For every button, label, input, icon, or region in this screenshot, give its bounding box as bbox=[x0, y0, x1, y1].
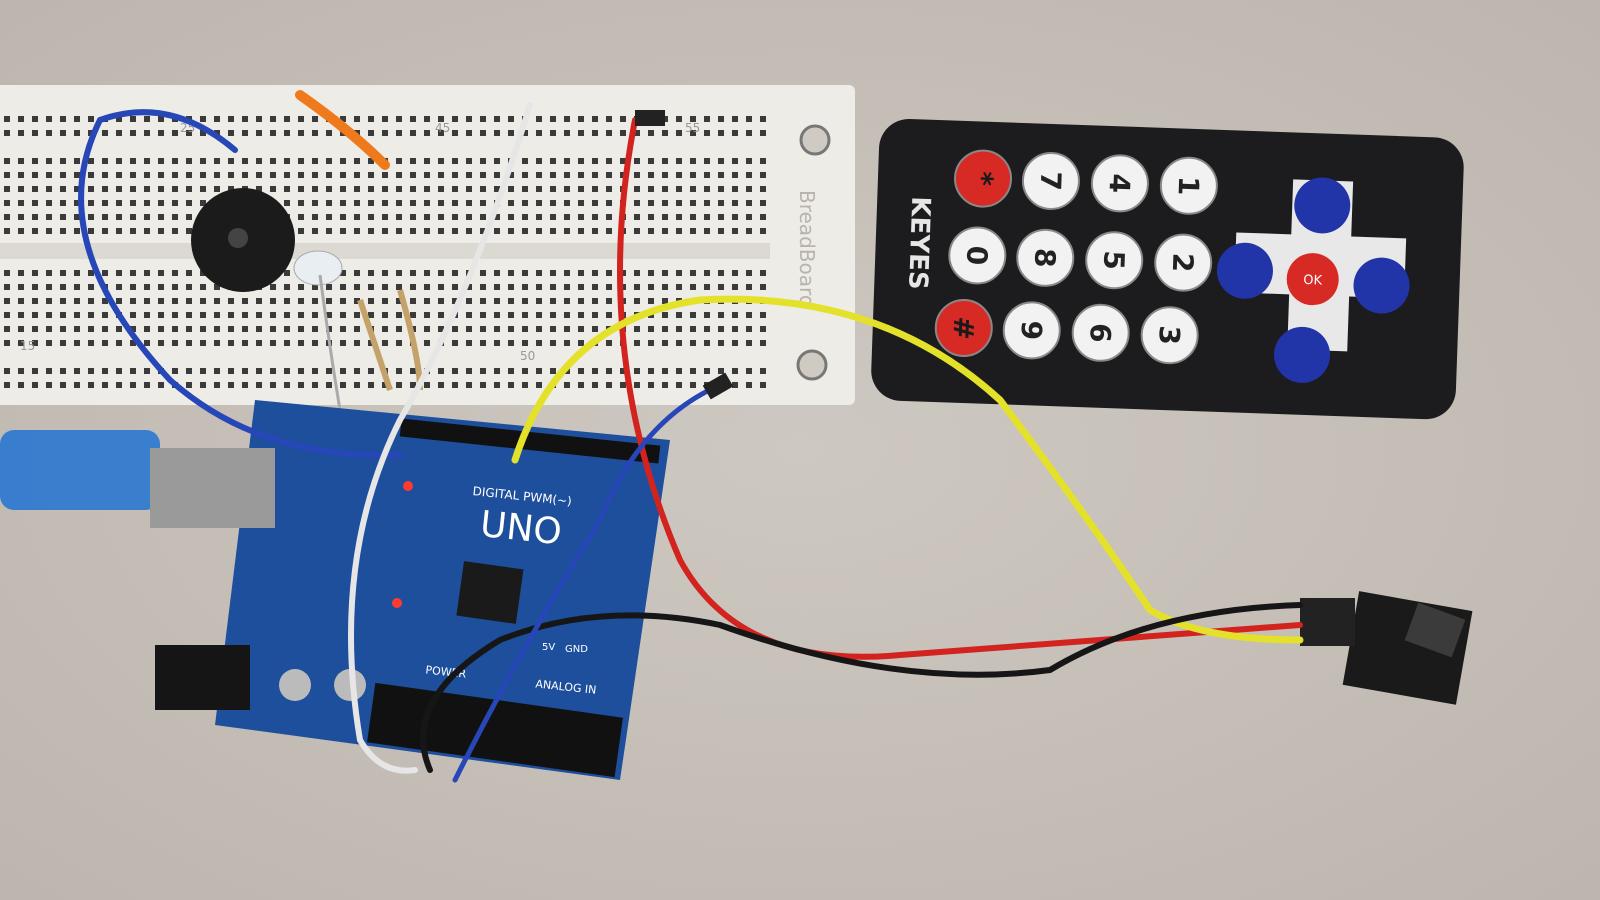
key-8-button[interactable] bbox=[1016, 228, 1075, 287]
up-button[interactable] bbox=[1293, 176, 1351, 234]
key-2-button[interactable] bbox=[1154, 233, 1213, 292]
ir-remote: KEYES * 7 4 1 0 8 5 2 #9 6 3 OK bbox=[871, 118, 1464, 420]
connector bbox=[1300, 598, 1355, 646]
down-button[interactable] bbox=[1273, 326, 1331, 384]
right-button[interactable] bbox=[1353, 257, 1411, 315]
ir-receiver-module bbox=[1300, 591, 1473, 705]
key-5-button[interactable] bbox=[1085, 231, 1144, 290]
usb-cable bbox=[0, 430, 160, 510]
key-label: 9 bbox=[1014, 320, 1048, 341]
power-jack bbox=[155, 645, 250, 710]
resistor bbox=[357, 299, 393, 391]
key-0-button[interactable] bbox=[948, 226, 1007, 285]
key-4-button[interactable] bbox=[1090, 154, 1149, 213]
led bbox=[293, 250, 343, 286]
ok-button[interactable] bbox=[1286, 252, 1340, 306]
key-1-button[interactable] bbox=[1159, 156, 1218, 215]
key-label: # bbox=[946, 316, 980, 341]
key-label: 8 bbox=[1028, 247, 1062, 268]
column-number: 45 bbox=[435, 121, 450, 135]
remote-brand: KEYES bbox=[902, 196, 935, 290]
key-6-button[interactable] bbox=[1071, 303, 1130, 362]
pin-label: GND bbox=[565, 644, 588, 655]
ir-sensor bbox=[1404, 602, 1466, 658]
breadboard: BreadBoard 25 45 55 15 50 bbox=[0, 85, 855, 405]
key-label: 0 bbox=[960, 245, 994, 266]
left-button[interactable] bbox=[1216, 242, 1274, 300]
key-label: 3 bbox=[1152, 325, 1186, 346]
key-label: 5 bbox=[1097, 250, 1131, 271]
orange-capacitor bbox=[295, 90, 390, 170]
ok-label: OK bbox=[1303, 273, 1323, 289]
analog-label: ANALOG IN bbox=[535, 677, 597, 696]
key-label: 7 bbox=[1034, 171, 1068, 192]
key-label: 6 bbox=[1083, 322, 1117, 343]
key-label: * bbox=[966, 171, 1000, 187]
usb-port bbox=[150, 448, 275, 528]
column-number: 55 bbox=[685, 121, 700, 135]
power-label: POWER bbox=[425, 663, 467, 680]
key-label: 1 bbox=[1172, 175, 1206, 196]
dpad: OK bbox=[1216, 176, 1411, 384]
key-7-button[interactable] bbox=[1021, 151, 1080, 210]
key-3-button[interactable] bbox=[1140, 306, 1199, 365]
key-9-button[interactable] bbox=[1002, 301, 1061, 360]
atmega-chip bbox=[456, 561, 524, 624]
key-label: 4 bbox=[1103, 173, 1137, 194]
key-hash-button[interactable] bbox=[934, 299, 993, 358]
column-number: 15 bbox=[20, 339, 35, 353]
key-star-button[interactable] bbox=[954, 149, 1013, 208]
pin-label: 5V bbox=[542, 642, 555, 653]
breadboard-logo: BreadBoard bbox=[795, 190, 819, 308]
column-number: 50 bbox=[520, 349, 535, 363]
board-model: UNO bbox=[478, 504, 563, 553]
jumper-wires bbox=[78, 102, 1304, 783]
key-label: 2 bbox=[1166, 252, 1200, 273]
